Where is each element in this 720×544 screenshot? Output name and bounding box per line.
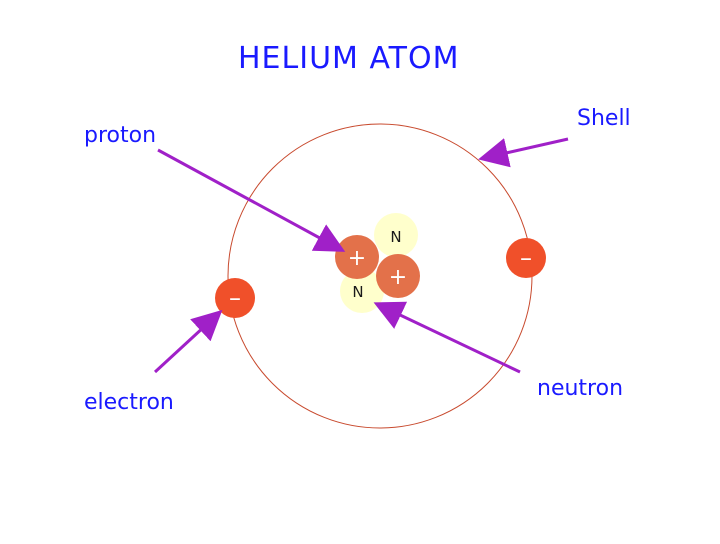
proton-right-symbol: + bbox=[389, 265, 407, 290]
proton-left-symbol: + bbox=[348, 246, 366, 271]
electron-left-symbol: – bbox=[229, 284, 241, 312]
electron-right-symbol: – bbox=[520, 244, 532, 272]
neutron-label: neutron bbox=[537, 378, 623, 400]
neutron-arrow bbox=[379, 305, 520, 372]
neutron-top-symbol: N bbox=[390, 228, 401, 246]
shell-arrow bbox=[484, 139, 568, 158]
electron-arrow bbox=[155, 314, 218, 372]
proton-label: proton bbox=[84, 125, 156, 147]
neutron-bottom-symbol: N bbox=[352, 283, 363, 301]
electron-label: electron bbox=[84, 392, 174, 414]
shell-label: Shell bbox=[577, 108, 631, 130]
proton-arrow bbox=[158, 150, 340, 249]
diagram-title: HELIUM ATOM bbox=[238, 44, 459, 74]
